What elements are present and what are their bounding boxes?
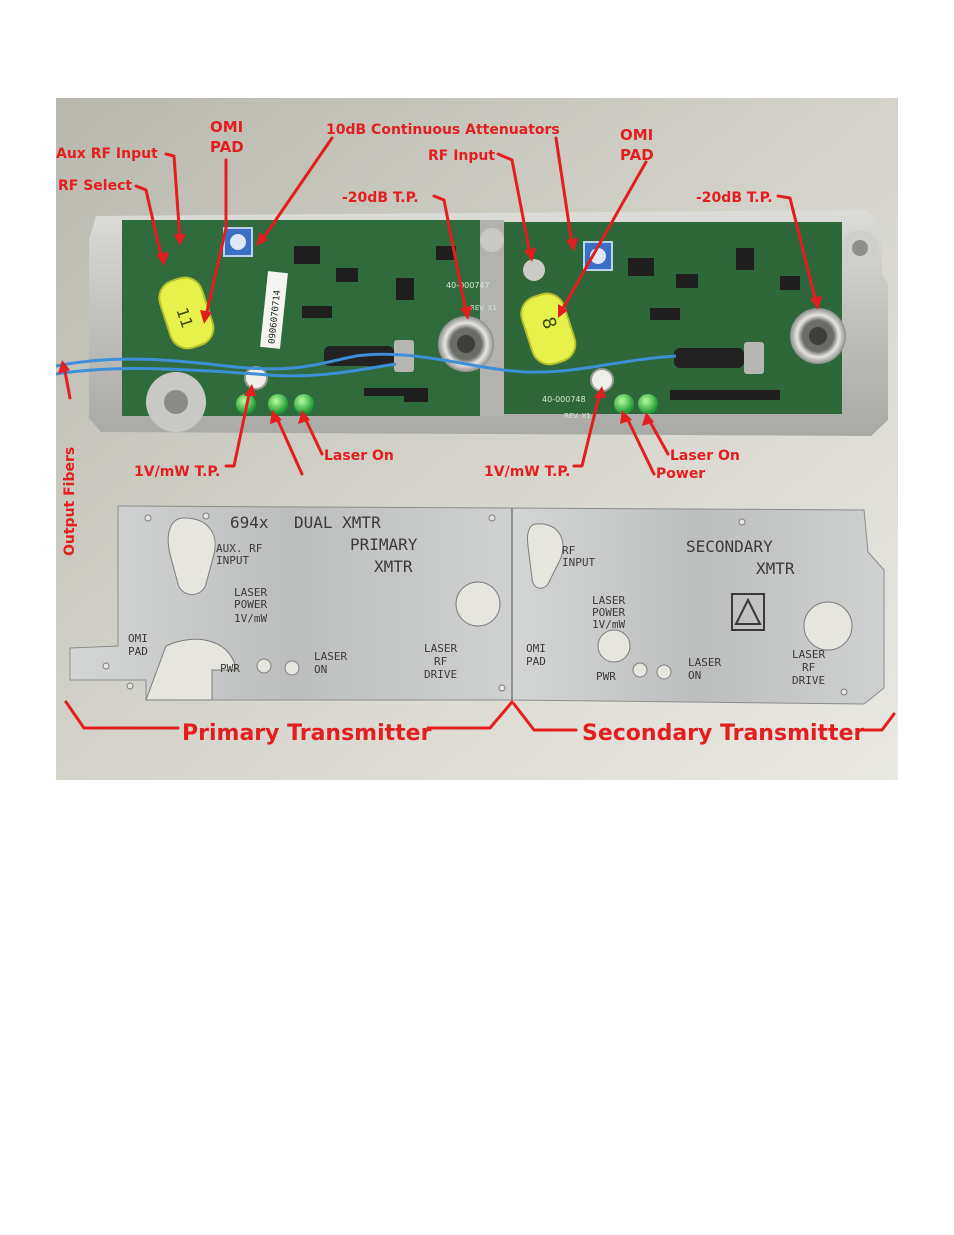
svg-text:LASER: LASER [234,586,267,599]
label-omi-pad-right: OMI [620,126,653,144]
faceplate-secondary-text: SECONDARY XMTR RF INPUT LASER POWER 1V/m… [526,537,825,687]
svg-text:PAD: PAD [128,645,148,658]
label-omi-pad-right-2: PAD [620,146,654,164]
svg-text:ON: ON [314,663,327,676]
svg-text:PWR: PWR [220,662,240,675]
svg-text:POWER: POWER [592,606,625,619]
svg-text:PRIMARY: PRIMARY [350,535,418,554]
laser-on-led-left-2 [294,394,314,414]
hazard-symbol [731,593,765,631]
svg-text:INPUT: INPUT [216,554,249,567]
label-tp-20db-left: -20dB T.P. [342,190,419,206]
label-output-fibers: Output Fibers [62,447,78,556]
svg-text:1V/mW: 1V/mW [234,612,267,625]
svg-text:RF: RF [802,661,815,674]
annotation-labels: Aux RF Input RF Select OMI PAD 10dB Cont… [56,118,864,746]
svg-text:OMI: OMI [128,632,148,645]
svg-text:POWER: POWER [234,598,267,611]
label-aux-rf-input: Aux RF Input [56,146,158,162]
annotation-leader-lines [62,136,896,732]
board-left-rev: REV. X1 [470,304,497,312]
svg-text:OMI: OMI [526,642,546,655]
output-fiber-1 [56,352,677,374]
power-led-right [614,394,634,414]
svg-text:DRIVE: DRIVE [792,674,825,687]
board-left-id: 40-000747 [446,281,490,290]
svg-text:XMTR: XMTR [374,557,413,576]
svg-text:DUAL XMTR: DUAL XMTR [294,513,381,532]
board-right-rev: REV. X1 [564,412,591,420]
svg-text:LASER: LASER [314,650,347,663]
svg-text:PWR: PWR [596,670,616,683]
label-rf-input: RF Input [428,148,495,164]
attenuator-pot-left [223,227,253,257]
annotation-arrowheads [58,232,822,426]
svg-text:694x: 694x [230,513,269,532]
svg-text:RF: RF [562,544,575,557]
label-laser-on-left: Laser On [324,448,394,464]
svg-text:SECONDARY: SECONDARY [686,537,773,556]
rf-input-connector [523,259,545,281]
svg-text:AUX. RF: AUX. RF [216,542,262,555]
annotated-transmitter-photo: 11 8 0906070714 40-000747 REV. X1 40-000… [56,98,898,780]
label-omi-pad-left: OMI [210,118,243,136]
label-rf-select: RF Select [58,178,132,194]
label-1vmw-right: 1V/mW T.P. [484,464,570,480]
tp-1vmw-post-left [244,366,268,390]
svg-text:LASER: LASER [688,656,721,669]
svg-text:LASER: LASER [792,648,825,661]
serial-label: 0906070714 [260,271,288,349]
laser-on-led-right [638,394,658,414]
label-attenuators: 10dB Continuous Attenuators [326,122,560,138]
board-right-id: 40-000748 [542,395,586,404]
svg-text:LASER: LASER [592,594,625,607]
label-tp-20db-right: -20dB T.P. [696,190,773,206]
laser-on-led-left-1 [268,394,288,414]
label-power: Power [656,466,705,482]
pcb-components [294,246,800,402]
label-secondary-transmitter: Secondary Transmitter [582,721,864,746]
svg-text:ON: ON [688,669,701,682]
label-1vmw-left: 1V/mW T.P. [134,464,220,480]
faceplate-holes [102,512,853,701]
svg-text:INPUT: INPUT [562,556,595,569]
svg-text:1V/mW: 1V/mW [592,618,625,631]
svg-text:PAD: PAD [526,655,546,668]
label-primary-transmitter: Primary Transmitter [182,721,432,746]
svg-text:DRIVE: DRIVE [424,668,457,681]
label-laser-on-right: Laser On [670,448,740,464]
svg-text:RF: RF [434,655,447,668]
svg-text:LASER: LASER [424,642,457,655]
faceplate-primary-text: 694x DUAL XMTR PRIMARY XMTR AUX. RF INPU… [128,513,457,681]
output-fiber-2 [56,362,397,378]
laser-module-right [674,348,744,368]
label-omi-pad-left-2: PAD [210,138,244,156]
svg-text:XMTR: XMTR [756,559,795,578]
